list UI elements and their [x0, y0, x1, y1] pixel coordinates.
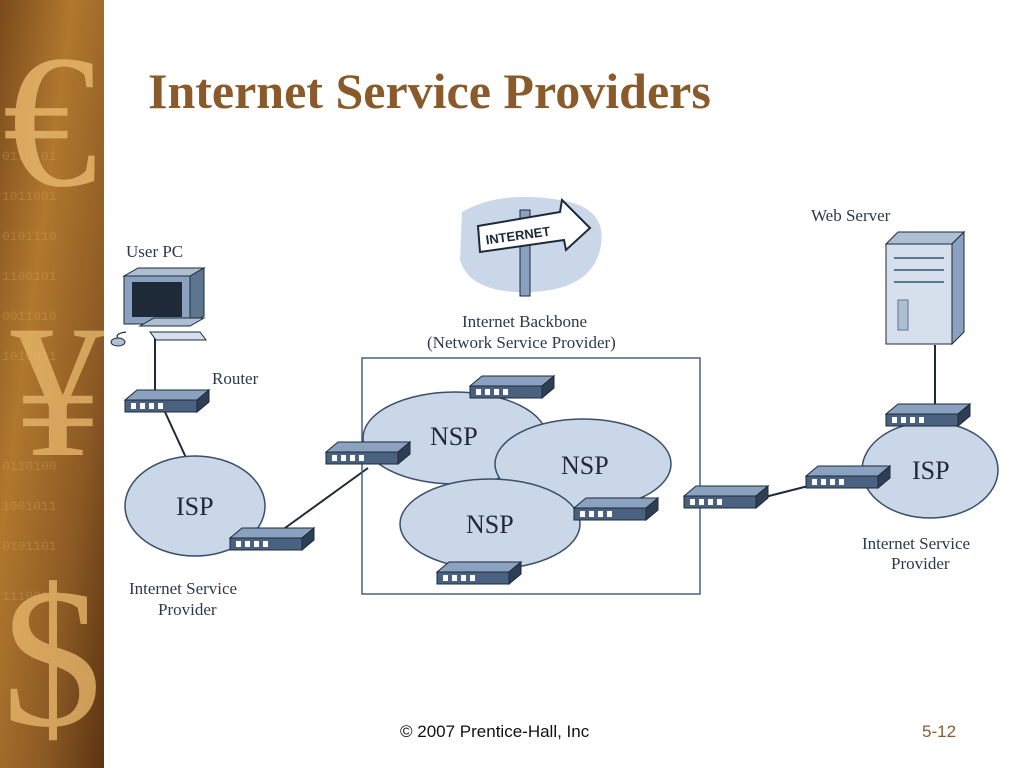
euro-symbol: € — [3, 17, 98, 227]
footer-copyright: © 2007 Prentice-Hall, Inc — [400, 722, 590, 741]
isp-right-cloud-label: ISP — [912, 456, 950, 485]
isp-left-label-line2: Provider — [158, 600, 217, 619]
backbone-box — [361, 357, 701, 595]
svg-text:1001011: 1001011 — [2, 499, 57, 514]
isp-right-label-line1: Internet Service — [862, 534, 971, 553]
svg-text:0101101: 0101101 — [2, 539, 57, 554]
svg-text:0110100: 0110100 — [2, 459, 57, 474]
router-device-nsp-top — [469, 375, 555, 399]
router-device-backbone-left — [325, 441, 411, 465]
svg-text:0101110: 0101110 — [2, 229, 57, 244]
dollar-symbol: $ — [2, 548, 102, 768]
svg-text:1011001: 1011001 — [2, 189, 57, 204]
user-pc-label: User PC — [126, 242, 184, 261]
router-device-link-mid — [683, 485, 769, 509]
router-label: Router — [212, 369, 259, 388]
web-server-icon — [884, 230, 966, 346]
web-server-label: Web Server — [811, 206, 891, 225]
isp-left-cloud — [124, 455, 266, 557]
internet-signpost-icon: INTERNET — [460, 196, 602, 297]
isp-left-cloud-label: ISP — [176, 492, 214, 521]
slide-title: Internet Service Providers — [148, 63, 711, 119]
currency-decor-image: 0110101 1011001 0101110 1100101 0011010 101… — [0, 0, 104, 768]
router-device-user — [124, 389, 210, 413]
backbone-label-line2: (Network Service Provider) — [427, 333, 616, 352]
svg-text:0110101: 0110101 — [2, 149, 57, 164]
router-device-isp-right-left — [805, 465, 891, 489]
router-device-nsp-bottom — [436, 561, 522, 585]
backbone-label-line1: Internet Backbone — [462, 312, 588, 331]
svg-text:1010011: 1010011 — [2, 349, 57, 364]
nsp-bottom-cloud-label: NSP — [466, 510, 514, 539]
slide-number: 5-12 — [922, 722, 957, 741]
router-device-isp-left — [229, 527, 315, 551]
svg-text:1100101: 1100101 — [2, 269, 57, 284]
svg-text:1110010: 1110010 — [2, 589, 57, 604]
nsp-top-cloud-label: NSP — [430, 422, 478, 451]
isp-right-label-line2: Provider — [891, 554, 950, 573]
yen-symbol: ¥ — [11, 287, 105, 497]
currency-decor-strip: 0110101 1011001 0101110 1100101 0011010 101… — [0, 0, 104, 768]
connection-lines — [154, 338, 936, 529]
isp-left-label-line1: Internet Service — [129, 579, 238, 598]
router-device-web-server — [885, 403, 971, 427]
svg-text:0011010: 0011010 — [2, 309, 57, 324]
nsp-right-cloud-label: NSP — [561, 451, 609, 480]
router-device-nsp-right — [573, 497, 659, 521]
user-pc-icon — [110, 267, 207, 347]
